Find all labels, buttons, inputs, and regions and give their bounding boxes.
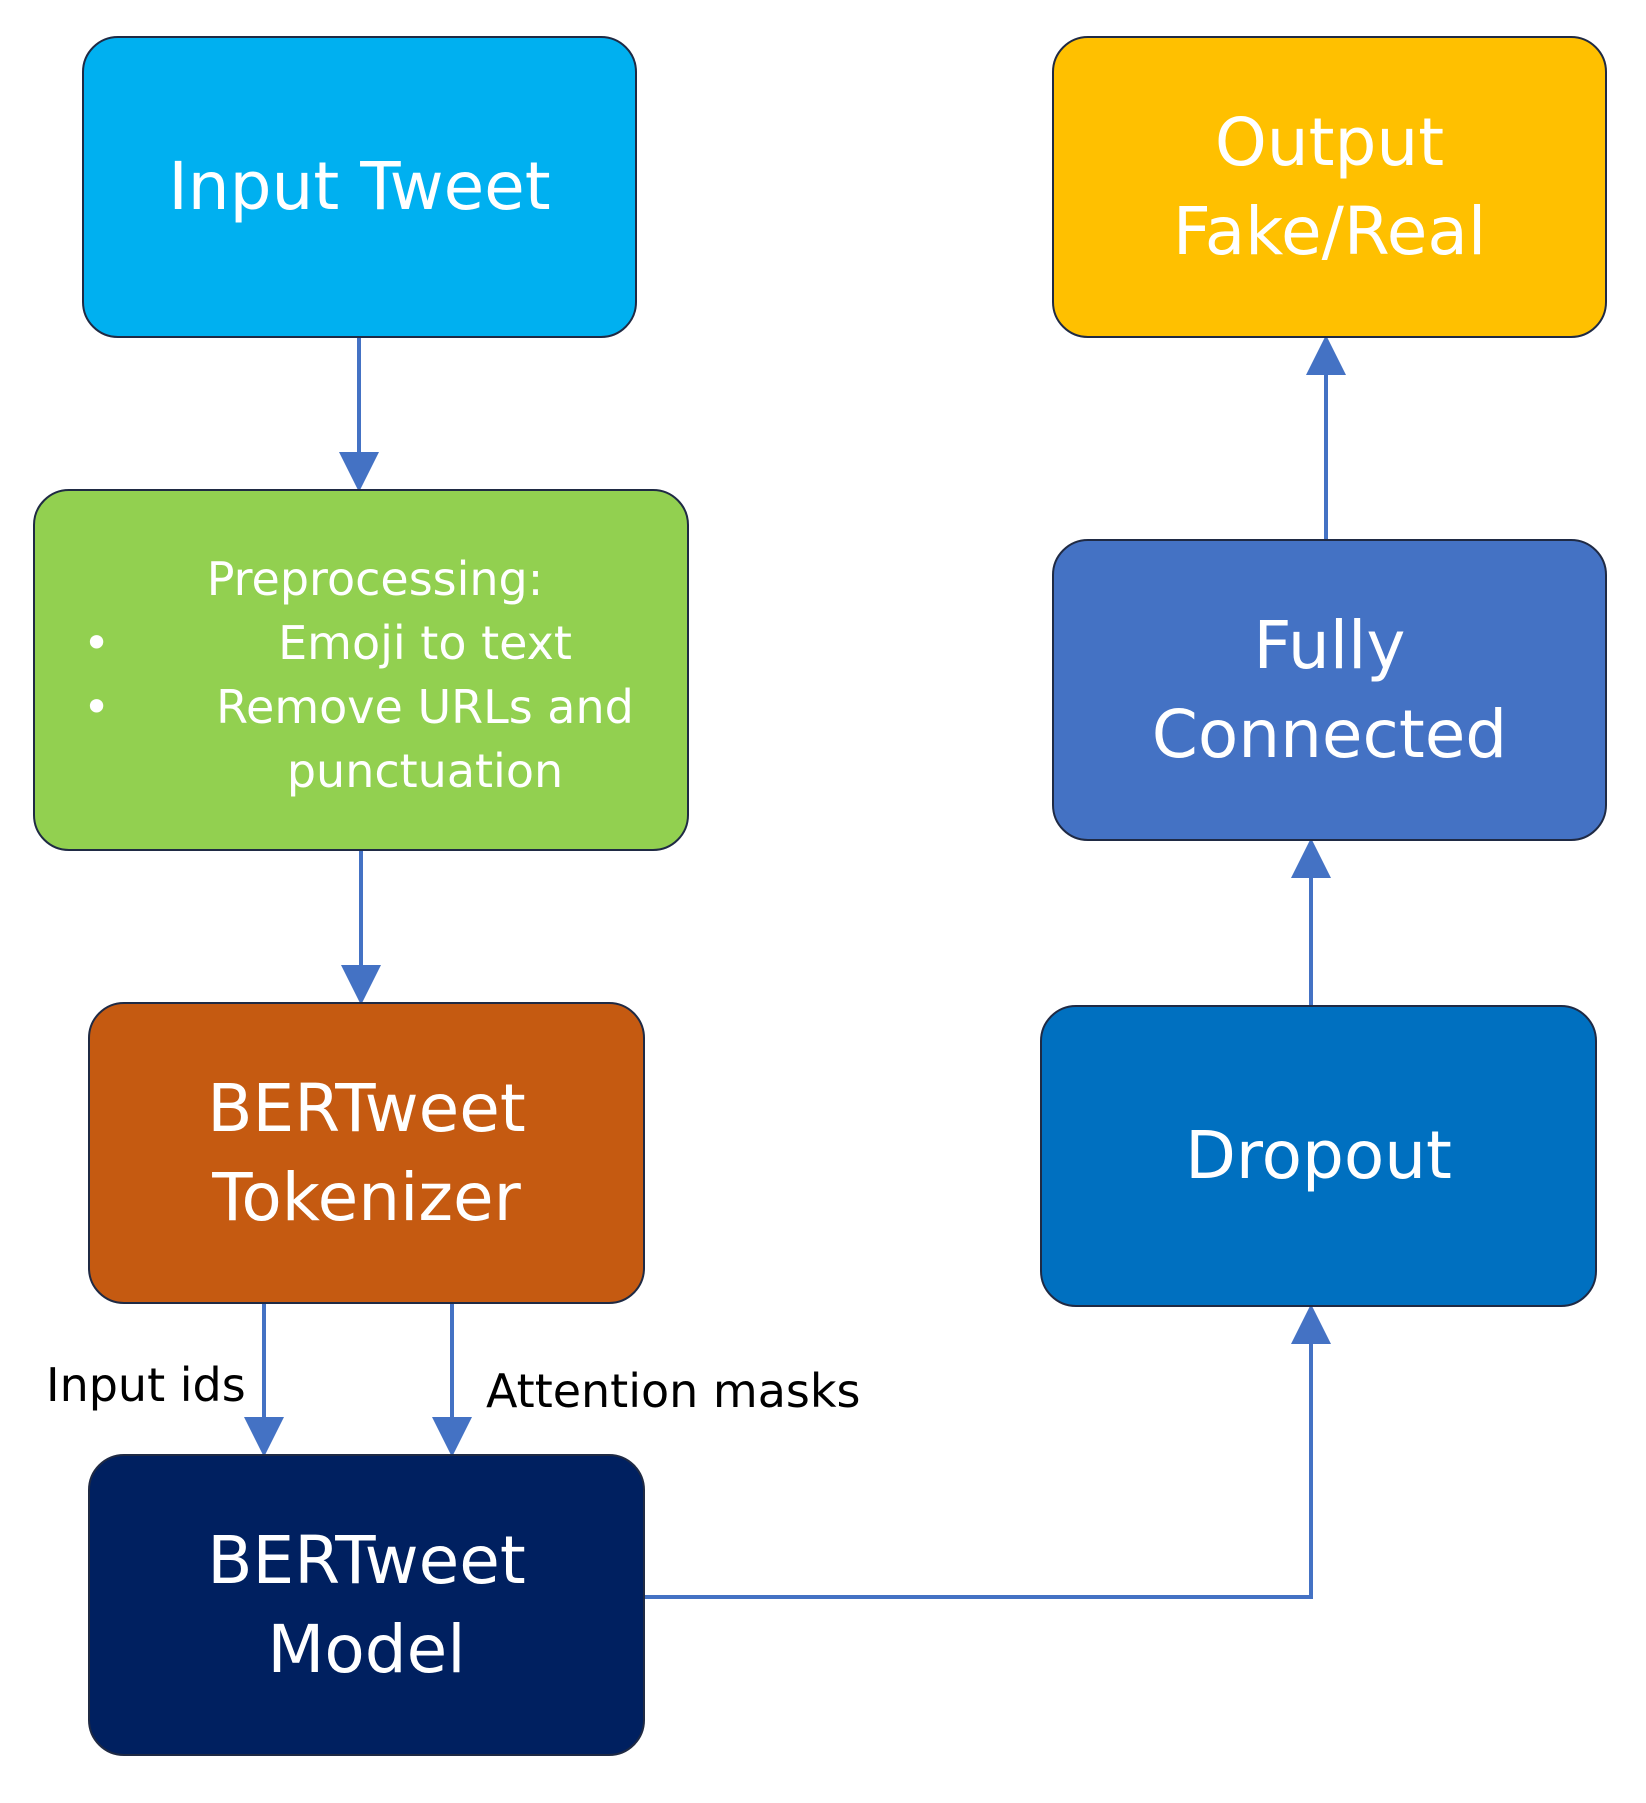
edge-label-input-ids: Input ids bbox=[46, 1358, 246, 1412]
fully-connected-label: Fully Connected bbox=[1151, 606, 1508, 773]
dropout-node: Dropout bbox=[1040, 1005, 1597, 1307]
preprocessing-item: • Remove URLs and punctuation bbox=[83, 675, 667, 803]
dropout-label: Dropout bbox=[1185, 1117, 1452, 1195]
output-node: Output Fake/Real bbox=[1052, 36, 1607, 338]
input-tweet-label: Input Tweet bbox=[168, 148, 551, 226]
bullet-icon: • bbox=[83, 616, 111, 670]
fully-connected-node: Fully Connected bbox=[1052, 539, 1607, 841]
preprocessing-item-text: Remove URLs and punctuation bbox=[216, 680, 634, 798]
input-tweet-node: Input Tweet bbox=[82, 36, 637, 338]
preprocessing-node: Preprocessing: • Emoji to text • Remove … bbox=[33, 489, 689, 851]
edge-model-to-dropout bbox=[645, 1304, 1331, 1599]
preprocessing-item: • Emoji to text bbox=[83, 611, 667, 675]
output-label: Output Fake/Real bbox=[1172, 103, 1487, 270]
model-label: BERTweet Model bbox=[207, 1521, 526, 1688]
preprocessing-content: Preprocessing: • Emoji to text • Remove … bbox=[83, 547, 667, 803]
model-node: BERTweet Model bbox=[88, 1454, 645, 1756]
tokenizer-label: BERTweet Tokenizer bbox=[207, 1069, 526, 1236]
edge-label-attention-masks: Attention masks bbox=[486, 1364, 861, 1418]
preprocessing-title: Preprocessing: bbox=[206, 552, 544, 606]
bullet-icon: • bbox=[83, 680, 111, 734]
preprocessing-item-text: Emoji to text bbox=[278, 616, 572, 670]
tokenizer-node: BERTweet Tokenizer bbox=[88, 1002, 645, 1304]
